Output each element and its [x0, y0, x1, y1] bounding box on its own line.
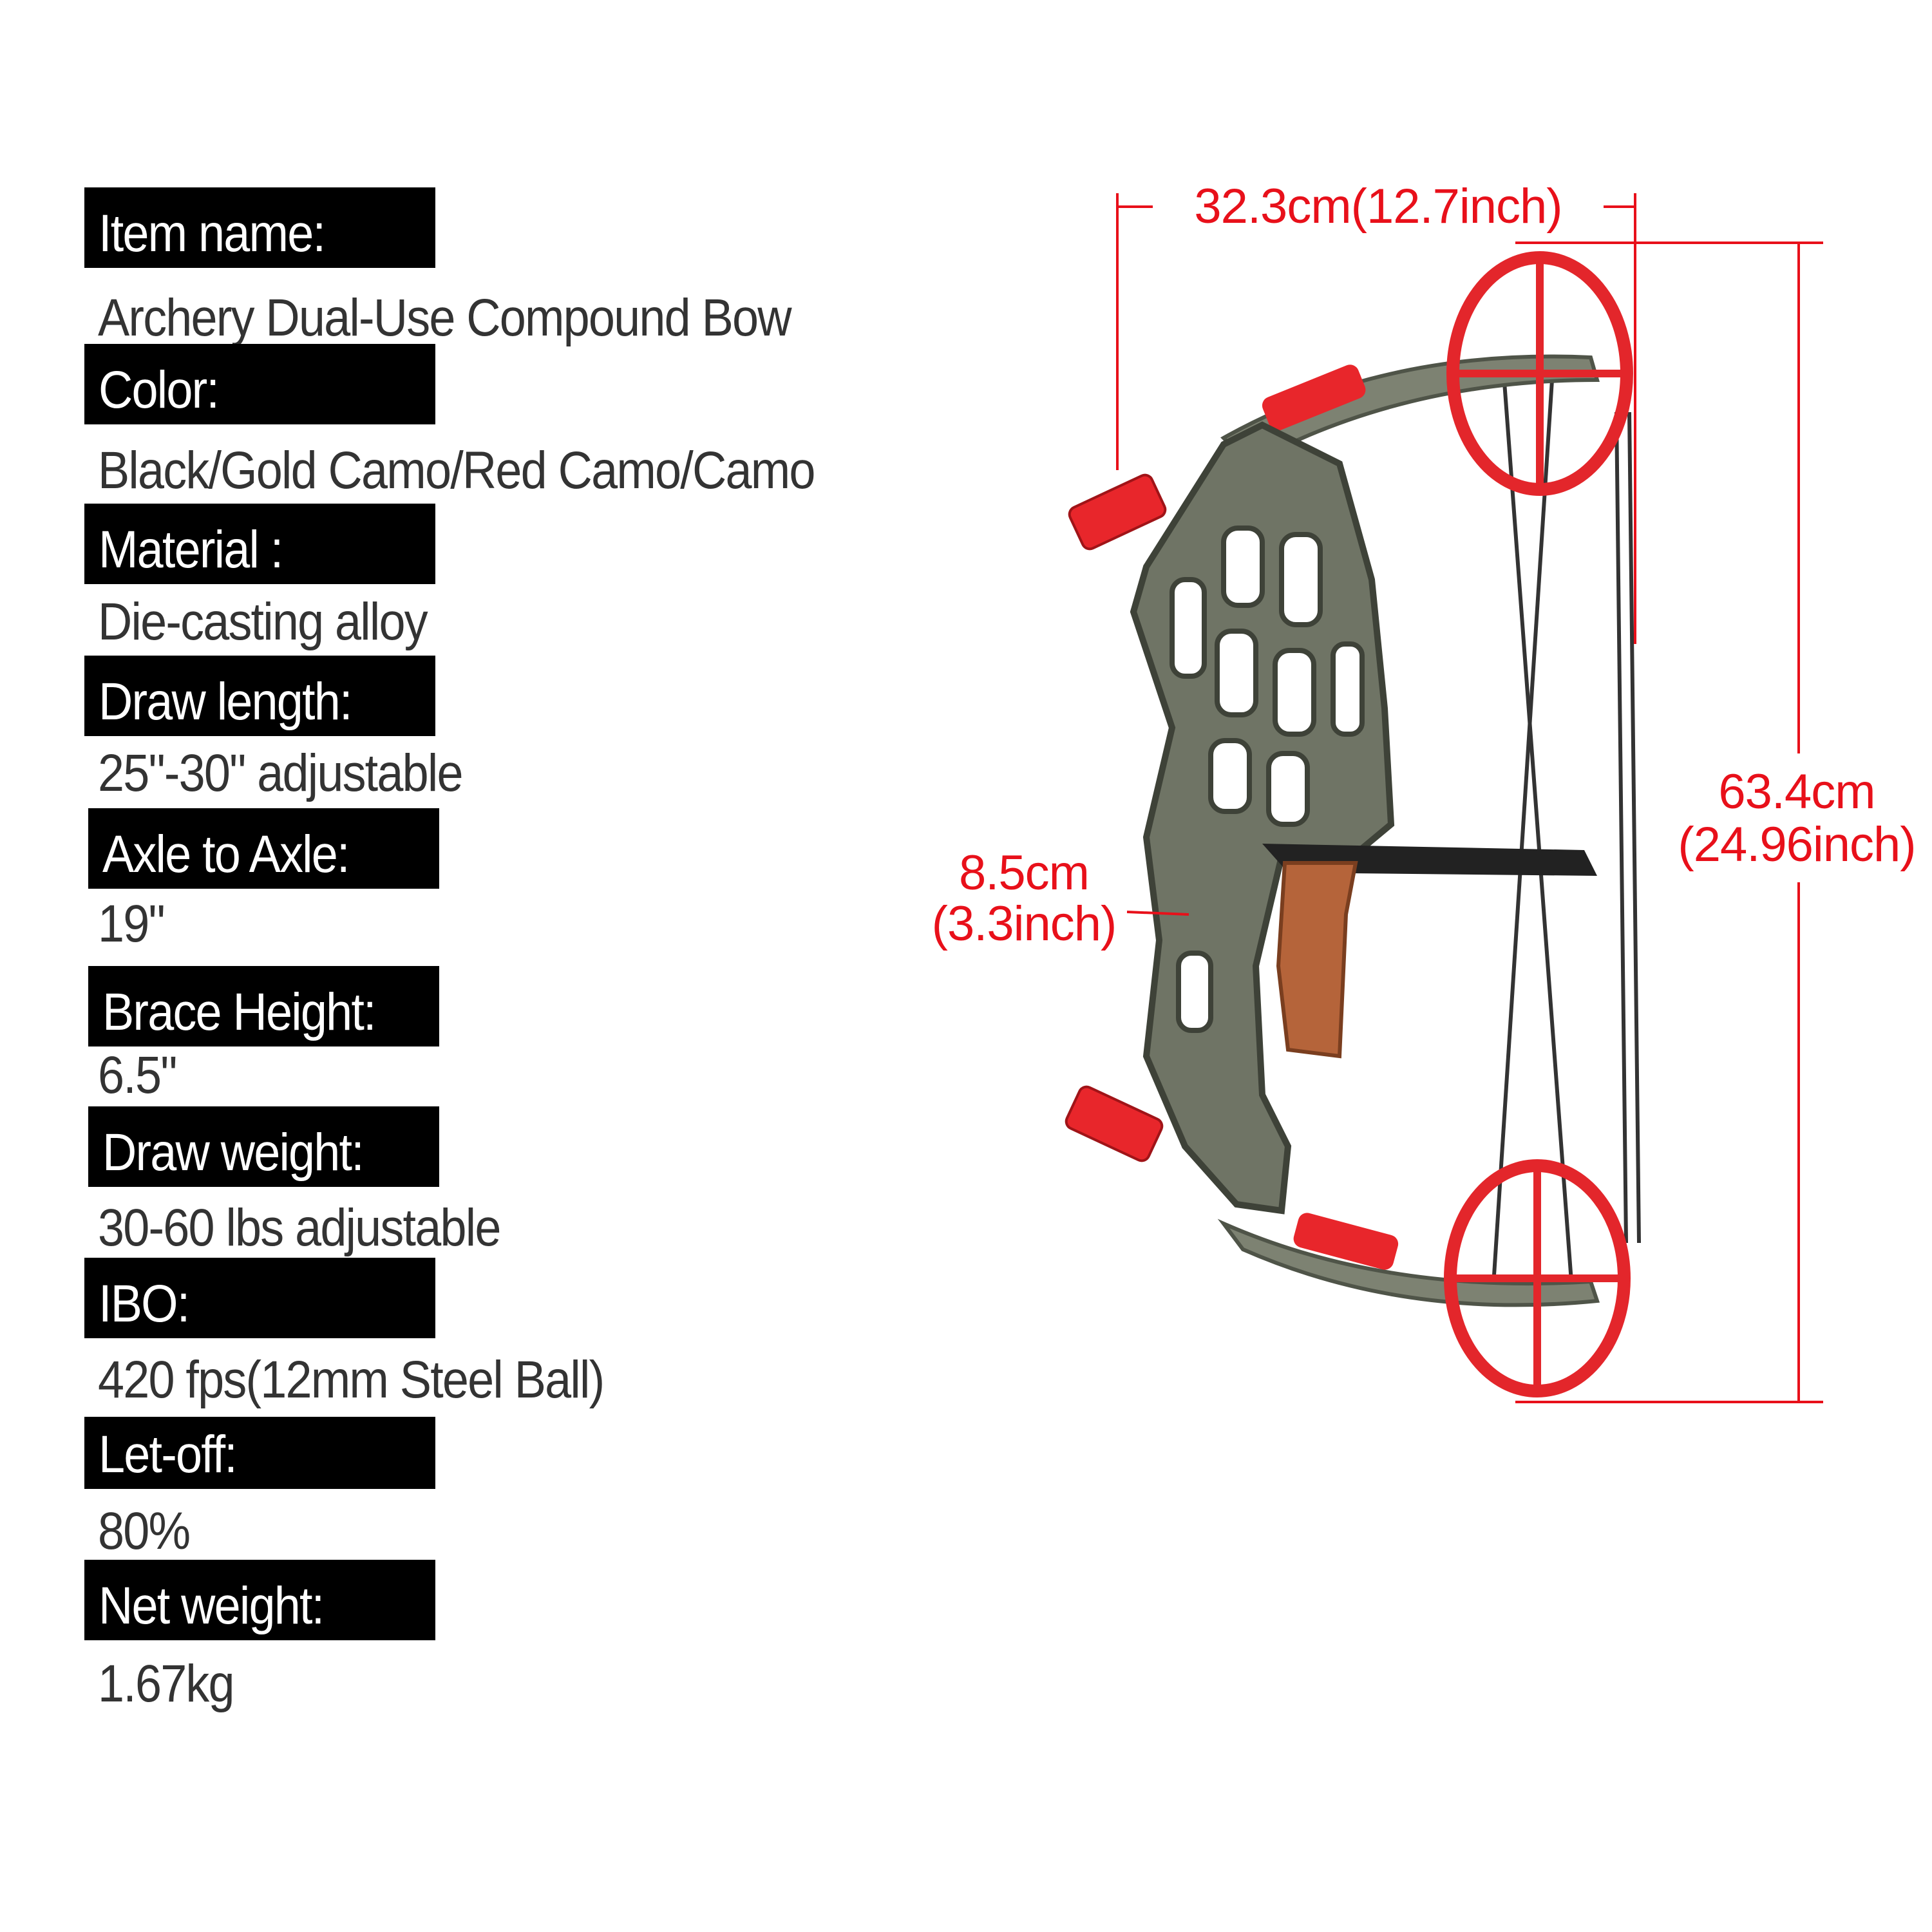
spec-label-box: Draw length: — [84, 656, 435, 736]
spec-label-box: Let-off: — [84, 1417, 435, 1489]
width-dimension: 32.3cm(12.7inch) — [1194, 179, 1562, 234]
spec-label-box: Axle to Axle: — [88, 808, 439, 889]
dimension-lines — [1116, 193, 1823, 1403]
spec-value: Die-casting alloy — [98, 592, 428, 651]
bow-strings — [1492, 373, 1641, 1282]
spec-label-box: IBO: — [84, 1258, 435, 1338]
limb-bolts — [1065, 473, 1167, 1162]
spec-label: Let-off: — [99, 1425, 238, 1484]
spec-value: 80% — [98, 1502, 191, 1560]
riser-cutouts — [1170, 526, 1365, 1033]
spec-label: Material : — [99, 520, 283, 579]
spec-label: Brace Height: — [102, 983, 377, 1041]
spec-label: Item name: — [99, 204, 326, 263]
wooden-grip — [1276, 861, 1358, 1059]
spec-label: IBO: — [99, 1274, 190, 1333]
spec-label-box: Material : — [84, 504, 435, 584]
height-dimension-inch: (24.96inch) — [1678, 817, 1916, 872]
spec-label: Axle to Axle: — [102, 825, 350, 884]
spec-label-box: Net weight: — [84, 1560, 435, 1640]
cams — [1444, 251, 1633, 1397]
spec-label: Draw weight: — [102, 1123, 365, 1182]
brace-dimension-cm: 8.5cm — [959, 846, 1090, 900]
spec-label: Draw length: — [99, 672, 353, 731]
spec-label-box: Color: — [84, 344, 435, 424]
spec-value: 6.5" — [98, 1046, 177, 1104]
spec-value: 19" — [98, 895, 166, 953]
spec-value: Archery Dual-Use Compound Bow — [98, 289, 792, 347]
spec-value: 25"-30" adjustable — [98, 744, 464, 802]
spec-label: Color: — [99, 361, 220, 419]
spec-value: 1.67kg — [98, 1654, 235, 1713]
brace-dimension-inch: (3.3inch) — [931, 896, 1117, 951]
spec-label-box: Item name: — [84, 187, 435, 268]
limb-dampers — [1262, 365, 1399, 1270]
spec-label: Net weight: — [99, 1577, 325, 1635]
spec-label-box: Draw weight: — [88, 1106, 439, 1187]
height-dimension-cm: 63.4cm — [1718, 764, 1875, 819]
spec-value: Black/Gold Camo/Red Camo/Camo — [98, 441, 815, 500]
spec-value: 420 fps(12mm Steel Ball) — [98, 1350, 605, 1409]
spec-label-box: Brace Height: — [88, 966, 439, 1046]
spec-value: 30-60 lbs adjustable — [98, 1198, 501, 1257]
